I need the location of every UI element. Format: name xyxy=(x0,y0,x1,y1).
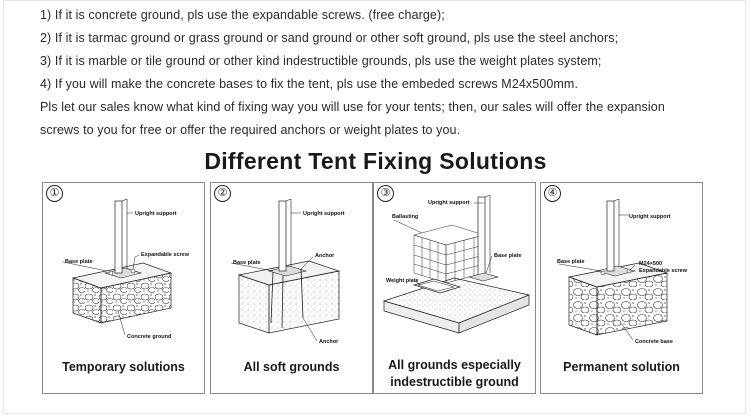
ballasting-label: Ballasting xyxy=(392,214,418,220)
panel-number-2: ② xyxy=(214,185,231,202)
base-plate-label: Base plate xyxy=(65,259,93,265)
panel-caption-line-2: indestructible ground xyxy=(390,375,519,389)
screw-size-label: M24×500 xyxy=(639,261,662,267)
base-plate-label: Base plate xyxy=(494,253,522,259)
panel-caption-temporary: Temporary solutions xyxy=(62,360,185,374)
section-title: Different Tent Fixing Solutions xyxy=(204,148,547,174)
weight-plate-label: Weight plate xyxy=(386,278,419,284)
steel-anchor-illustration: Upright support Base plate Anchor Anchor xyxy=(230,198,345,345)
expandable-screw-label: Expandable screw xyxy=(639,268,688,274)
anchor-bottom-label: Anchor xyxy=(319,339,339,345)
instruction-line-2: 2) If it is tarmac ground or grass groun… xyxy=(40,31,619,45)
instruction-line-5: Pls let our sales know what kind of fixi… xyxy=(40,100,665,114)
upright-support-label: Upright support xyxy=(303,211,345,217)
concrete-ground-label: Concrete ground xyxy=(127,334,171,340)
page-frame xyxy=(3,0,746,414)
instruction-line-4: 4) If you will make the concrete bases t… xyxy=(40,77,579,91)
base-plate-label: Base plate xyxy=(557,259,585,265)
panel-number-4: ④ xyxy=(544,185,561,202)
embedded-screw-illustration: Upright support Base plate M24×500 Expan… xyxy=(557,198,688,345)
base-plate-label: Base plate xyxy=(233,260,261,266)
panel-caption-soft: All soft grounds xyxy=(243,360,340,374)
upright-support-label: Upright support xyxy=(428,200,470,206)
anchor-label: Anchor xyxy=(315,253,335,259)
panel-soft-grounds: Upright support Base plate Anchor Anchor… xyxy=(210,182,373,394)
instruction-line-3: 3) If it is marble or tile ground or oth… xyxy=(40,54,602,68)
upright-support-label: Upright support xyxy=(629,214,671,220)
panel-permanent: Upright support Base plate M24×500 Expan… xyxy=(540,182,703,394)
panel-caption-line-1: All grounds especially xyxy=(388,358,521,372)
panel-temporary: Upright support Base plate Expandable sc… xyxy=(42,182,205,394)
upright-support-label: Upright support xyxy=(135,211,177,217)
concrete-base-label: Concrete base xyxy=(635,339,673,345)
instruction-line-6: screws to you for free or offer the requ… xyxy=(40,123,461,137)
panel-number-3: ③ xyxy=(377,185,394,202)
panel-weight-plates: Upright support Ballasting Base plate We… xyxy=(373,182,536,394)
expandable-screw-illustration: Upright support Base plate Expandable sc… xyxy=(62,198,190,340)
expandable-screw-label: Expandable screw xyxy=(141,252,190,258)
instruction-line-1: 1) If it is concrete ground, pls use the… xyxy=(40,8,445,22)
weight-plate-illustration: Upright support Ballasting Base plate We… xyxy=(382,194,531,334)
panel-caption-permanent: Permanent solution xyxy=(563,360,680,374)
panel-number-1: ① xyxy=(46,185,63,202)
